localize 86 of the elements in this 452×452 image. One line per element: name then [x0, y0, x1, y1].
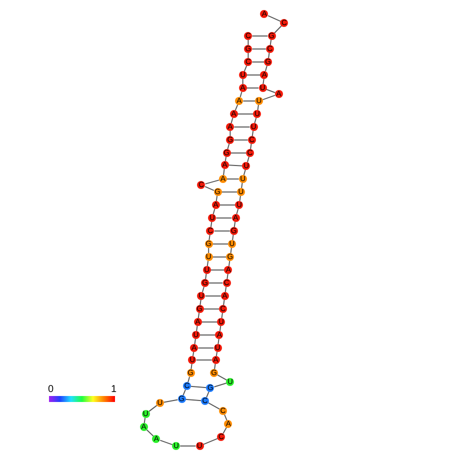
backbone-line	[223, 299, 225, 306]
base-pair-line	[252, 48, 266, 50]
backbone-line	[217, 374, 228, 381]
base-pair-line	[219, 204, 236, 206]
base-pair-line	[208, 282, 224, 284]
backbone-line	[202, 286, 204, 293]
backbone-line	[270, 39, 272, 46]
backbone-line	[264, 65, 268, 72]
scale-tick-label: 0	[48, 385, 54, 395]
backbone-line	[194, 338, 196, 345]
backbone-line	[226, 273, 228, 280]
backbone-line	[218, 338, 220, 345]
base-pair-line	[214, 230, 230, 232]
backbone-line	[257, 104, 259, 111]
backbone-line	[254, 117, 257, 124]
backbone-line	[227, 143, 230, 150]
backbone-line	[243, 169, 246, 176]
backbone-line	[214, 382, 227, 388]
backbone-line	[148, 404, 158, 412]
base-pair-line	[242, 100, 256, 102]
backbone-line	[223, 168, 225, 176]
backbone-line	[188, 376, 190, 383]
backbone-line	[160, 440, 173, 446]
backbone-line	[244, 65, 248, 72]
base-pair-line	[246, 74, 261, 76]
scale-tick-label: 1	[111, 385, 117, 395]
backbone-line	[205, 273, 207, 280]
base-pair-line	[230, 152, 246, 154]
backbone-line	[241, 182, 243, 189]
backbone-line	[192, 351, 194, 357]
backbone-line	[262, 78, 264, 85]
backbone-line	[266, 88, 276, 94]
backbone-line	[262, 94, 276, 100]
backbone-line	[214, 363, 216, 370]
base-pair-line	[185, 398, 202, 402]
backbone-line	[212, 208, 216, 215]
backbone-line	[202, 438, 218, 445]
backbone-line	[234, 104, 238, 111]
backbone-line	[242, 78, 244, 84]
backbone-line	[219, 325, 222, 332]
backbone-line	[240, 91, 242, 98]
backbone-line	[239, 195, 241, 202]
base-pair-line	[228, 164, 243, 166]
backbone-line	[146, 429, 154, 437]
backbone-line	[246, 156, 250, 163]
backbone-line	[208, 234, 210, 241]
backbone-line	[224, 286, 227, 293]
backbone-line	[210, 221, 212, 228]
base-pair-line	[200, 334, 216, 336]
backbone-line	[224, 414, 228, 421]
backbone-line	[268, 52, 270, 59]
backbone-line	[230, 247, 232, 254]
backbone-line	[236, 208, 239, 215]
backbone-line	[208, 402, 220, 410]
backbone-line	[216, 351, 218, 357]
backbone-line	[268, 15, 282, 22]
backbone-line	[230, 130, 231, 136]
backbone-line	[232, 234, 234, 241]
backbone-line	[250, 143, 252, 150]
base-pair-line	[212, 256, 227, 258]
backbone-line	[144, 417, 146, 424]
base-pair-line	[203, 308, 220, 310]
backbone-line	[248, 40, 249, 46]
backbone-line	[274, 25, 282, 34]
backbone-line	[228, 260, 230, 267]
backbone-line	[234, 221, 236, 228]
backbone-line	[248, 52, 249, 58]
backbone-line	[221, 312, 223, 319]
backbone-line	[204, 186, 214, 191]
backbone-line	[252, 130, 254, 137]
backbone-line	[204, 180, 220, 184]
backbone-line	[208, 248, 210, 254]
backbone-line	[222, 427, 227, 434]
backbone-line	[224, 156, 226, 162]
backbone-line	[216, 195, 218, 202]
backbone-line	[196, 325, 198, 332]
backbone-line	[182, 389, 186, 396]
backbone-line	[190, 363, 192, 370]
base-pair-line	[234, 126, 250, 128]
backbone-line	[163, 399, 178, 403]
backbone-line	[230, 117, 234, 124]
backbone-line	[200, 299, 202, 306]
backbone-line	[206, 260, 209, 267]
backbone-line	[198, 312, 200, 319]
base-pair-line	[226, 178, 240, 180]
base-pair-line	[190, 386, 207, 388]
